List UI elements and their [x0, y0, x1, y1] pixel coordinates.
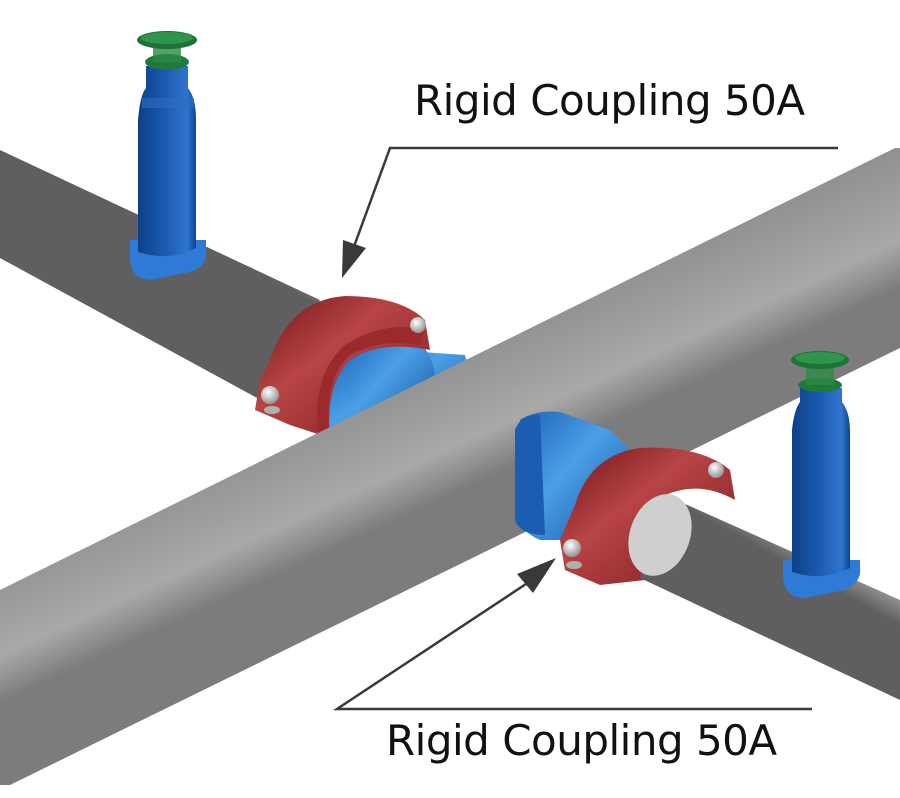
arrowhead-icon — [517, 558, 556, 593]
sprinkler-head-left — [137, 31, 197, 70]
bolt-icon — [708, 462, 724, 478]
callout-label-bottom: Rigid Coupling 50A — [386, 716, 777, 765]
main-pipe — [0, 148, 900, 785]
callout-label-top: Rigid Coupling 50A — [414, 76, 805, 125]
bolt-icon — [410, 317, 426, 333]
leader-line-top — [342, 146, 838, 278]
arrowhead-icon — [342, 240, 366, 278]
bolt-icon — [261, 386, 279, 404]
branch-pipe-right — [628, 494, 900, 700]
bolt-icon — [563, 539, 581, 557]
leader-line-bottom — [332, 558, 812, 711]
sprinkler-drop-left — [130, 31, 207, 280]
sprinkler-drop-right — [783, 351, 861, 598]
sprinkler-head-right — [791, 351, 849, 392]
